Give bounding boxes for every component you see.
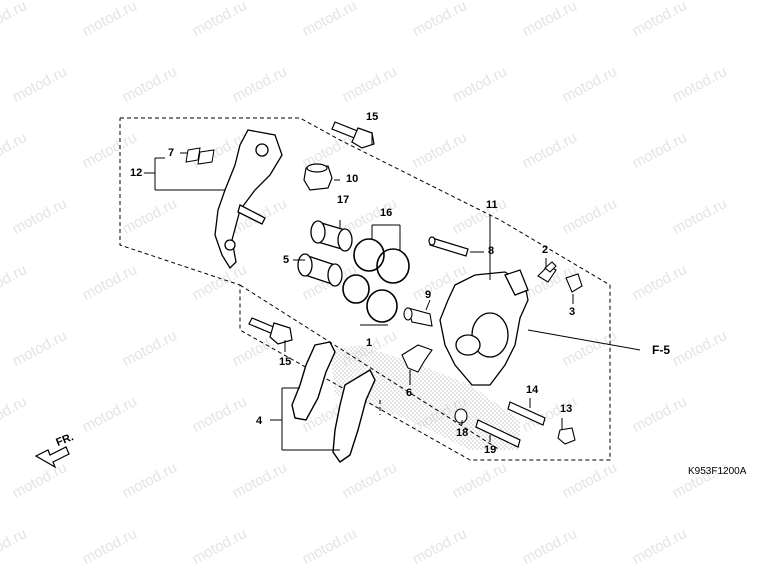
diagram-code: K953F1200A (688, 466, 747, 477)
caliper-body (439, 269, 529, 386)
callout-2: 2 (542, 244, 549, 256)
leader-lines (144, 132, 641, 451)
pistons (297, 220, 353, 287)
pad-pins (475, 401, 546, 448)
callout-12: 12 (130, 167, 143, 179)
seals (342, 238, 410, 323)
brake-pads (291, 341, 376, 463)
pin-clips (185, 147, 215, 165)
bleeder-cap (565, 273, 583, 293)
callout-10: 10 (346, 173, 359, 185)
bolt-15-bottom (248, 317, 293, 345)
callout-1: 1 (366, 337, 373, 349)
callout-4: 4 (256, 415, 263, 427)
callout-15-bottom: 15 (279, 356, 292, 368)
callout-16: 16 (380, 207, 393, 219)
assembly-boundary (119, 117, 611, 461)
shading-region (330, 345, 520, 450)
boot-10 (303, 163, 333, 191)
pad-spring (401, 344, 433, 373)
callout-9: 9 (425, 289, 432, 301)
callout-11: 11 (486, 199, 498, 211)
callout-19: 19 (484, 444, 497, 456)
callout-17: 17 (337, 194, 350, 206)
washer-nut (454, 408, 576, 445)
boot-9 (403, 307, 433, 327)
slide-pin-8 (428, 236, 469, 257)
callout-8: 8 (488, 245, 495, 257)
callout-18: 18 (456, 427, 469, 439)
bolt-15-top (331, 121, 375, 149)
callout-5: 5 (283, 254, 290, 266)
callout-14: 14 (526, 384, 539, 396)
bleeder-valve (537, 261, 557, 283)
callout-15-top: 15 (366, 111, 379, 123)
reference-label: F-5 (652, 343, 670, 357)
callout-13: 13 (560, 403, 573, 415)
caliper-bracket (214, 129, 283, 270)
callout-3: 3 (569, 306, 576, 318)
forward-arrow-icon (34, 446, 70, 469)
callout-6: 6 (406, 387, 413, 399)
callout-7: 7 (168, 147, 175, 159)
